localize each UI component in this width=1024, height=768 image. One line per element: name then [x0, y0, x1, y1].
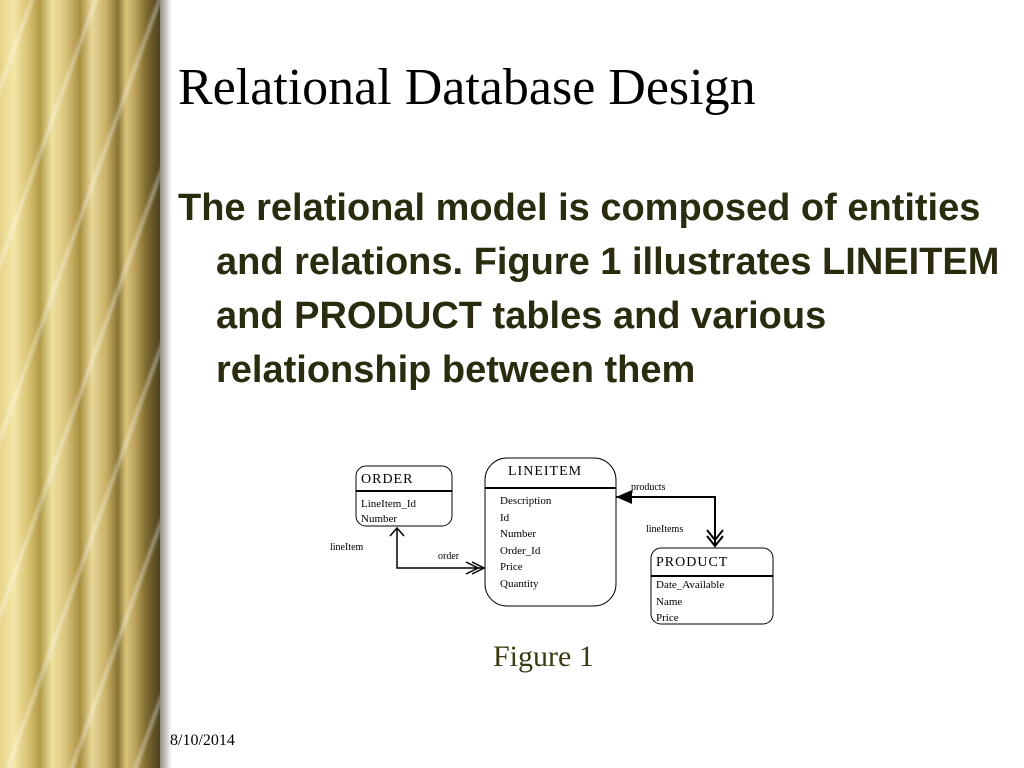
product-attr-name: Name: [656, 596, 682, 608]
order-attr-lineitem-id: LineItem_Id: [361, 498, 416, 510]
order-lineitem-relationship: [389, 526, 486, 575]
order-attr-number: Number: [361, 513, 397, 525]
er-diagram: ORDER LineItem_Id Number LINEITEM Descri…: [330, 457, 774, 625]
lineitem-product-relationship: [616, 490, 724, 548]
relationship-label-lineitems: lineItems: [646, 524, 683, 535]
decorative-sidebar: [0, 0, 172, 768]
relationship-label-products: products: [631, 482, 666, 493]
lineitem-attr-description: Description: [500, 495, 552, 507]
product-entity-title: PRODUCT: [656, 555, 728, 570]
slide-title: Relational Database Design: [178, 59, 756, 116]
figure-caption: Figure 1: [493, 640, 594, 673]
lineitem-attr-order-id: Order_Id: [500, 545, 541, 557]
relationship-label-lineitem: lineItem: [330, 542, 364, 553]
relationship-label-order: order: [438, 551, 460, 562]
lineitem-attr-price: Price: [500, 561, 523, 573]
lineitem-attr-number: Number: [500, 528, 536, 540]
product-entity: PRODUCT Date_Available Name Price: [650, 547, 774, 625]
product-attr-date-available: Date_Available: [656, 579, 724, 591]
lineitem-attr-quantity: Quantity: [500, 578, 539, 590]
slide-date: 8/10/2014: [170, 732, 235, 749]
lineitem-entity-title: LINEITEM: [508, 464, 582, 479]
lineitem-attr-id: Id: [500, 512, 510, 524]
order-entity: ORDER LineItem_Id Number: [355, 465, 453, 527]
slide-body-text: The relational model is composed of enti…: [178, 187, 1000, 391]
product-attr-price: Price: [656, 612, 679, 624]
lineitem-entity: LINEITEM Description Id Number Order_Id …: [484, 457, 617, 607]
order-entity-title: ORDER: [361, 472, 413, 487]
